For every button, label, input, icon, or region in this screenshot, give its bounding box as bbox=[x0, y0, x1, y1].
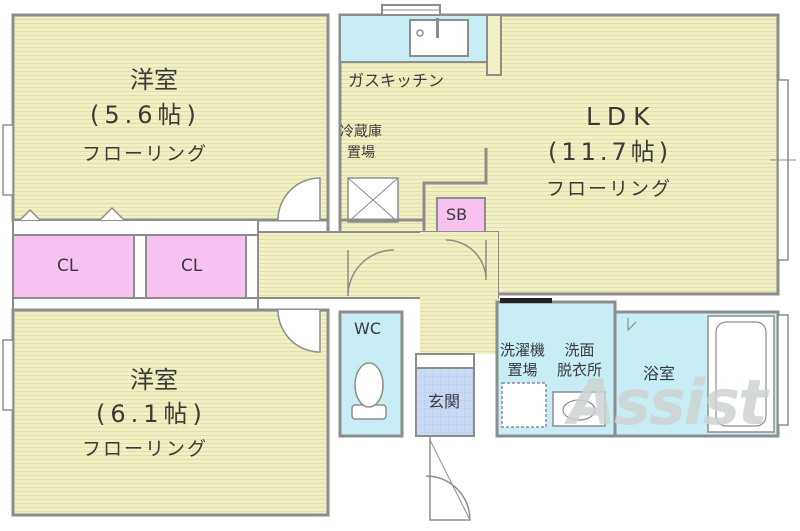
ldk-floor: フローリング bbox=[546, 178, 673, 200]
room-bottom-size: (6.1帖) bbox=[96, 400, 207, 428]
kitchen-divider bbox=[486, 14, 502, 76]
room-top-size: (5.6帖) bbox=[90, 101, 201, 129]
gas-kitchen-label: ガスキッチン bbox=[348, 71, 445, 90]
door-top-room bbox=[277, 177, 321, 221]
ldk-name: LDK bbox=[586, 102, 657, 131]
ldk-size: (11.7帖) bbox=[548, 138, 673, 166]
washer-space bbox=[501, 382, 547, 428]
entrance bbox=[415, 367, 475, 437]
room-top-floor: フローリング bbox=[82, 143, 209, 165]
closet-left-label: CL bbox=[57, 256, 79, 276]
door-wc bbox=[347, 249, 395, 297]
door-bottom-room bbox=[277, 309, 321, 353]
room-bottom-floor: フローリング bbox=[82, 438, 209, 460]
room-bottom-name: 洋室 bbox=[130, 366, 178, 394]
fridge-space-label: 冷蔵庫 置場 bbox=[340, 124, 382, 161]
western-room-top bbox=[11, 13, 330, 222]
door-ldk bbox=[445, 239, 487, 281]
bathroom-label: 浴室 bbox=[643, 364, 676, 383]
closet-right-label: CL bbox=[181, 256, 203, 276]
washer-space-label: 洗濯機 置場 bbox=[500, 341, 546, 380]
shoe-box-label: SB bbox=[446, 205, 468, 224]
toilet-label: WC bbox=[354, 319, 381, 338]
western-room-bottom bbox=[11, 308, 330, 517]
closet-right bbox=[145, 234, 247, 299]
entrance-label: 玄関 bbox=[428, 392, 461, 411]
watermark-logo: Assist bbox=[568, 366, 768, 439]
shoe-box bbox=[436, 197, 486, 235]
room-top-name: 洋室 bbox=[130, 66, 178, 94]
washroom-label: 洗面 脱衣所 bbox=[557, 341, 603, 380]
